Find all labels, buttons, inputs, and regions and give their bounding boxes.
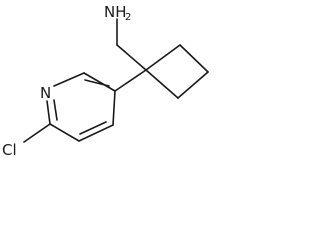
- amine-hydrogen-count: 2: [125, 12, 131, 23]
- bond-cyclobutane-2: [179, 44, 209, 73]
- bond-pyridine-c2-n: [53, 72, 85, 87]
- bond-pyridine-c4-c3: [112, 90, 116, 126]
- bond-pyridine-c3-c2-inner: [84, 79, 110, 87]
- bond-chlorine: [23, 123, 51, 143]
- bond-methylene-quaternary: [116, 44, 147, 71]
- pyridine-nitrogen-label: N: [40, 84, 51, 102]
- molecule-structure: NH 2 N Cl: [2, 3, 209, 158]
- chlorine-label: Cl: [2, 141, 17, 158]
- bond-pyridine-n-c6: [46, 100, 51, 125]
- bond-pyridine-n-c6-inner: [53, 99, 58, 121]
- bond-cyclobutane-1: [145, 44, 181, 71]
- bond-pyridine-c3-c2: [83, 72, 116, 92]
- bond-cyclobutane-3: [177, 71, 209, 99]
- amine-nitrogen-label: NH: [104, 3, 127, 21]
- bond-pyridine-c5-c4: [78, 124, 114, 142]
- bond-pyridine-c6-c5: [49, 123, 80, 142]
- bonds: [23, 18, 209, 143]
- bond-quaternary-pyridine: [114, 69, 147, 92]
- atom-labels: NH 2 N Cl: [2, 3, 131, 158]
- bond-cyclobutane-4: [145, 69, 179, 99]
- bond-pyridine-c5-c4-inner: [79, 121, 107, 135]
